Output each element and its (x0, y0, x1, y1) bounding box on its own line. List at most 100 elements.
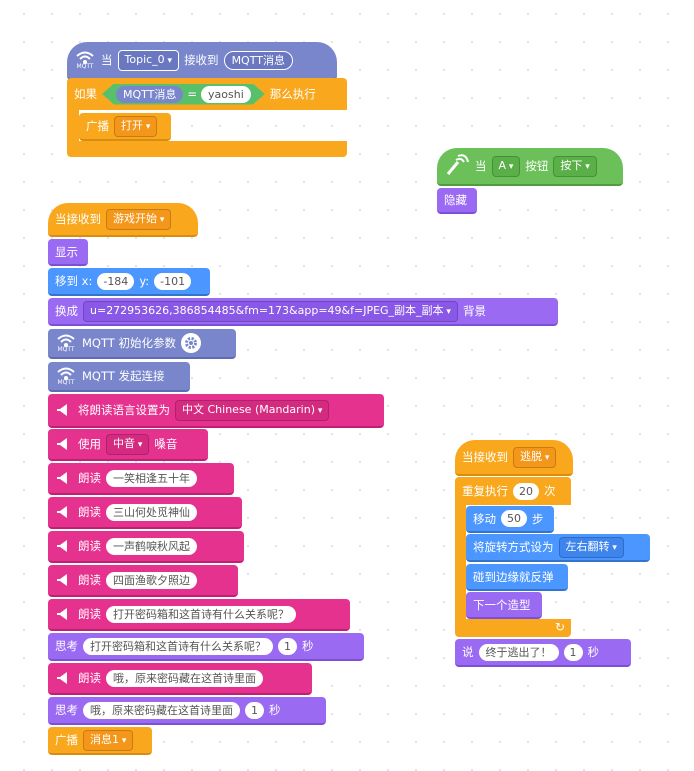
wifi-icon-label: MQTT (57, 378, 75, 386)
when-receive-start-hat[interactable]: 当接收到 游戏开始 (48, 203, 198, 237)
speak-block[interactable]: 朗读 一笑相逢五十年 (48, 463, 234, 495)
broadcast-label: 广播 (55, 733, 78, 747)
repeat-arm (455, 504, 466, 620)
say-secs-input[interactable]: 1 (563, 643, 583, 661)
speak-label: 朗读 (78, 539, 101, 553)
speaker-icon (55, 401, 73, 419)
think-for-secs-block[interactable]: 思考 打开密码箱和这首诗有什么关系呢？ 1 秒 (48, 633, 364, 661)
topic-dropdown[interactable]: Topic_0 (117, 49, 180, 71)
mqtt-receive-hat-block[interactable]: MQTT 当 Topic_0 接收到 MQTT消息 (67, 42, 337, 80)
key-state-dropdown[interactable]: 按下 (553, 155, 597, 177)
backdrop-dropdown[interactable]: u=272953626,386854485&fm=173&app=49&f=JP… (83, 300, 458, 322)
switch-suffix: 背景 (462, 304, 486, 318)
wifi-icon: MQTT (55, 364, 77, 388)
speak-text-input[interactable]: 一声鹤唳秋风起 (106, 537, 197, 555)
speaker-icon (55, 435, 73, 453)
goto-y-input[interactable]: -101 (154, 272, 192, 290)
if-then-block[interactable]: 如果 MQTT消息 = yaoshi 那么执行 (67, 78, 347, 110)
show-block[interactable]: 显示 (48, 239, 88, 266)
voice-dropdown[interactable]: 中音 (106, 433, 150, 455)
move-steps-block[interactable]: 移动 50 步 (466, 506, 554, 533)
next-costume-block[interactable]: 下一个造型 (466, 592, 542, 619)
speaker-icon (55, 537, 73, 555)
goto-xy-block[interactable]: 移到 x: -184 y: -101 (48, 268, 210, 296)
repeat-bottom: ↻ (455, 619, 571, 637)
think-label: 思考 (55, 639, 78, 653)
tts-lang-label: 将朗读语言设置为 (78, 403, 170, 417)
receive-label: 当接收到 (55, 212, 101, 226)
settings-gear-icon[interactable] (180, 333, 201, 353)
think-label: 思考 (55, 703, 78, 717)
say-text-input[interactable]: 终于逃出了！ (478, 643, 559, 661)
receive-dropdown[interactable]: 逃脱 (513, 446, 557, 468)
switch-label: 换成 (55, 304, 78, 318)
set-rotation-style-block[interactable]: 将旋转方式设为 左右翻转 (466, 534, 650, 562)
think-text-input[interactable]: 哦，原来密码藏在这首诗里面 (83, 701, 240, 719)
speaker-icon (55, 605, 73, 623)
speak-text-input[interactable]: 哦，原来密码藏在这首诗里面 (106, 669, 263, 687)
repeat-count-input[interactable]: 20 (513, 482, 539, 500)
goto-x-input[interactable]: -184 (97, 272, 135, 290)
wifi-icon-label: MQTT (76, 62, 94, 70)
speak-text-input[interactable]: 四面渔歌夕照边 (106, 571, 197, 589)
wifi-icon-label: MQTT (57, 345, 75, 353)
speak-text-input[interactable]: 打开密码箱和这首诗有什么关系呢？ (106, 605, 296, 623)
speak-label: 朗读 (78, 573, 101, 587)
think-text-input[interactable]: 打开密码箱和这首诗有什么关系呢？ (83, 637, 273, 655)
tts-language-dropdown[interactable]: 中文 Chinese (Mandarin) (175, 399, 330, 421)
repeat-block[interactable]: 重复执行 20 次 (455, 477, 571, 505)
ir-button-label: 按钮 (525, 159, 549, 173)
speak-block[interactable]: 朗读 四面渔歌夕照边 (48, 565, 238, 597)
mqtt-message-reporter[interactable]: MQTT消息 (223, 50, 293, 70)
if-bottom (67, 141, 347, 157)
broadcast-block[interactable]: 广播 消息1 (48, 727, 152, 755)
speak-label: 朗读 (78, 671, 101, 685)
key-dropdown[interactable]: A (491, 155, 521, 177)
move-label: 移动 (473, 511, 496, 526)
mqtt-init-label: MQTT 初始化参数 (82, 336, 176, 350)
repeat-suffix: 次 (544, 484, 556, 498)
hide-block[interactable]: 隐藏 (437, 188, 477, 214)
think-secs-input[interactable]: 1 (278, 637, 297, 655)
equals-condition[interactable]: MQTT消息 = yaoshi (102, 84, 265, 105)
speak-text-input[interactable]: 一笑相逢五十年 (106, 469, 197, 487)
speak-label: 朗读 (78, 505, 101, 519)
speak-text-input[interactable]: 三山何处觅神仙 (106, 503, 197, 521)
mqtt-connect-block[interactable]: MQTT MQTT 发起连接 (48, 362, 190, 392)
wifi-icon: MQTT (74, 48, 96, 72)
broadcast-block[interactable]: 广播 打开 (79, 113, 171, 141)
say-for-secs-block[interactable]: 说 终于逃出了！ 1 秒 (455, 639, 631, 667)
speak-block[interactable]: 朗读 打开密码箱和这首诗有什么关系呢？ (48, 599, 350, 631)
think-for-secs-block[interactable]: 思考 哦，原来密码藏在这首诗里面 1 秒 (48, 697, 326, 725)
speak-block[interactable]: 朗读 一声鹤唳秋风起 (48, 531, 244, 563)
move-suffix: 步 (532, 511, 544, 526)
broadcast-dropdown[interactable]: 打开 (114, 115, 158, 137)
voice-suffix: 嗓音 (154, 437, 178, 451)
mqtt-init-block[interactable]: MQTT MQTT 初始化参数 (48, 329, 236, 359)
repeat-label: 重复执行 (462, 484, 508, 498)
ir-button-hat-block[interactable]: 当 A 按钮 按下 (437, 148, 623, 186)
switch-backdrop-block[interactable]: 换成 u=272953626,386854485&fm=173&app=49&f… (48, 298, 558, 326)
speak-block[interactable]: 朗读 哦，原来密码藏在这首诗里面 (48, 663, 312, 695)
broadcast-dropdown[interactable]: 消息1 (83, 729, 134, 751)
speak-label: 朗读 (78, 607, 101, 621)
receive-dropdown[interactable]: 游戏开始 (106, 208, 172, 230)
when-receive-escape-hat[interactable]: 当接收到 逃脱 (455, 440, 573, 476)
cond-operator: = (187, 87, 198, 101)
set-voice-block[interactable]: 使用 中音 嗓音 (48, 429, 208, 461)
goto-y-label: y: (139, 274, 150, 288)
speaker-icon (55, 669, 73, 687)
show-label: 显示 (55, 244, 78, 259)
receive-label: 当接收到 (462, 450, 508, 464)
speak-block[interactable]: 朗读 三山何处觅神仙 (48, 497, 242, 529)
bounce-on-edge-block[interactable]: 碰到边缘就反弹 (466, 564, 568, 591)
cond-right-value[interactable]: yaoshi (201, 86, 251, 103)
rotation-style-dropdown[interactable]: 左右翻转 (558, 536, 624, 558)
move-steps-input[interactable]: 50 (501, 510, 527, 527)
cond-left-reporter[interactable]: MQTT消息 (116, 86, 183, 103)
think-secs-input[interactable]: 1 (245, 701, 264, 719)
set-tts-language-block[interactable]: 将朗读语言设置为 中文 Chinese (Mandarin) (48, 394, 384, 428)
loop-arrow-icon: ↻ (554, 620, 565, 634)
say-label: 说 (462, 645, 474, 659)
if-label: 如果 (74, 87, 97, 101)
